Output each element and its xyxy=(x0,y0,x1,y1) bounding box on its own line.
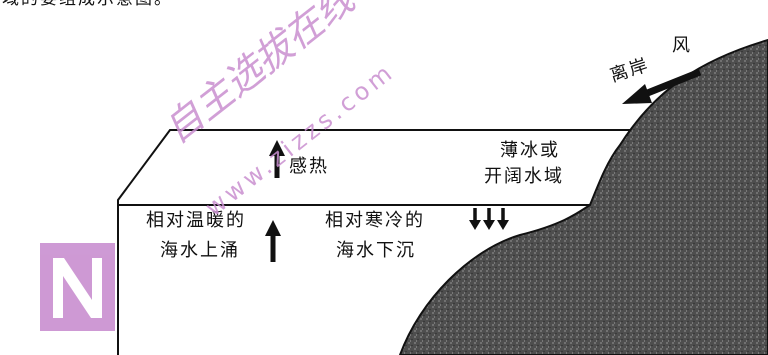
cold-water-label-2: 海水下沉 xyxy=(336,240,416,261)
warm-water-label-1: 相对温暖的 xyxy=(146,210,246,231)
cold-water-label-1: 相对寒冷的 xyxy=(325,210,425,231)
thin-ice-label-2: 开阔水域 xyxy=(484,166,564,187)
watermark-logo xyxy=(40,243,115,331)
wind-arrow xyxy=(622,68,702,104)
thin-ice-label-1: 薄冰或 xyxy=(500,140,560,161)
sensible-heat-label: 感热 xyxy=(289,156,329,177)
sinking-arrows xyxy=(469,208,509,230)
warm-water-label-2: 海水上涌 xyxy=(160,240,240,261)
sensible-heat-arrow xyxy=(269,140,285,178)
wind-label-2: 风 xyxy=(672,35,692,56)
upwelling-arrow xyxy=(265,220,281,262)
header-fragment: 域的要组成示意图。 xyxy=(2,0,173,10)
